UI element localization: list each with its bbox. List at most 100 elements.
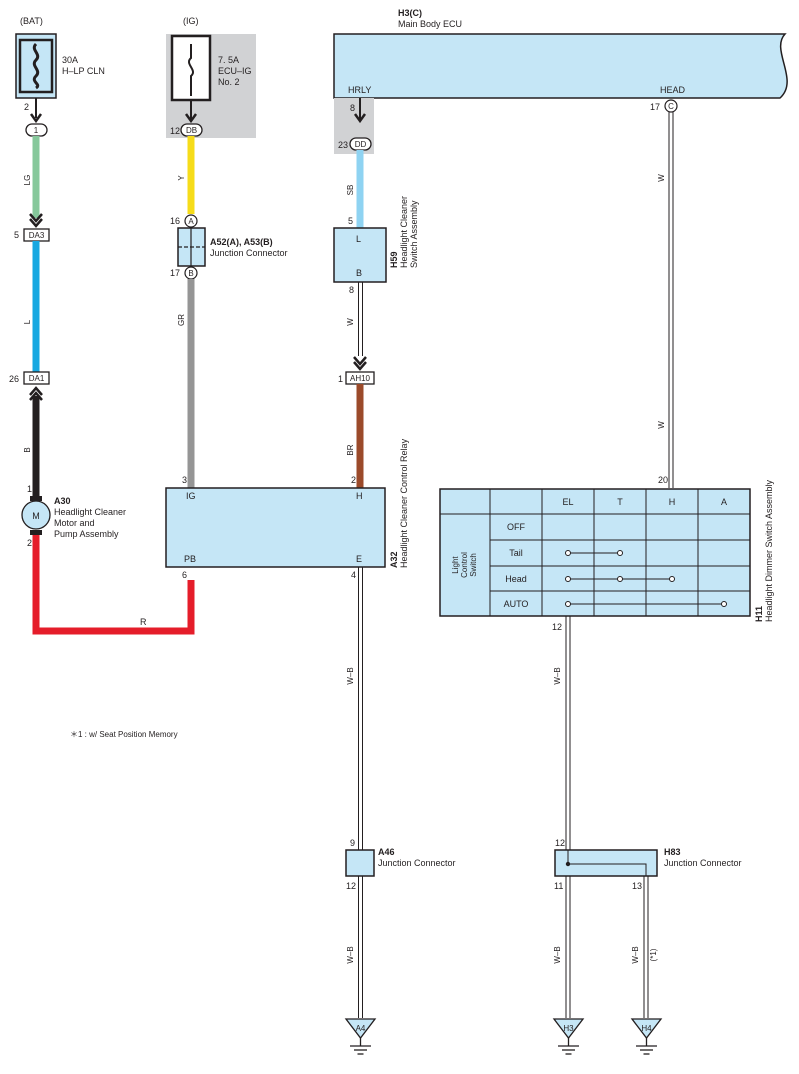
ground-h4: H4 — [630, 1018, 663, 1055]
h11-contact — [565, 576, 571, 582]
bat-fuse-rating: 30A — [62, 55, 78, 65]
a32-pin-ig: 3 — [182, 475, 187, 485]
a32-pin-pb: 6 — [182, 570, 187, 580]
motor-name-line3: Pump Assembly — [54, 529, 119, 539]
a46-name: Junction Connector — [378, 858, 456, 868]
connector-da1-label: DA1 — [29, 374, 45, 383]
h59-pin-b: 8 — [349, 285, 354, 295]
bat-fuse-icon — [32, 42, 40, 90]
h11-contact — [565, 550, 571, 556]
ig-fuse-name-2: No. 2 — [218, 77, 240, 87]
h11-col-h: H — [669, 497, 676, 507]
connector-ah10-label: AH10 — [350, 374, 371, 383]
a32-term-h: H — [356, 491, 363, 501]
wire-y-label: Y — [177, 175, 186, 181]
h83-note-ref: (*1) — [649, 948, 658, 961]
ig-fuse-name-1: ECU–IG — [218, 66, 252, 76]
h11-pin-bottom: 12 — [552, 622, 562, 632]
ground-h3: H3 — [552, 1018, 585, 1055]
wire-sb-label: SB — [346, 185, 355, 196]
h11-contact — [617, 550, 623, 556]
motor-name-line1: Headlight Cleaner — [54, 507, 126, 517]
h11-name: Headlight Dimmer Switch Assembly — [764, 479, 774, 622]
motor-pin-bottom: 2 — [27, 538, 32, 548]
h59-id: H59 — [389, 251, 399, 268]
h11-col-el: EL — [562, 497, 573, 507]
a52-id: A52(A), A53(B) — [210, 237, 273, 247]
a46-id: A46 — [378, 847, 395, 857]
motor-name-line2: Motor and — [54, 518, 95, 528]
h11-contact — [721, 601, 727, 607]
connector-db-label: DB — [186, 126, 197, 135]
a32-id: A32 — [389, 551, 399, 568]
a46-pin-top: 9 — [350, 838, 355, 848]
head-wire-label-2: W — [657, 421, 666, 429]
a52-conn-a — [184, 214, 198, 228]
motor-pin-top: 1 — [27, 484, 32, 494]
a32-name: Headlight Cleaner Control Relay — [399, 438, 409, 568]
h11-group-line1: Light — [451, 556, 460, 574]
wire-w-h59-label: W — [346, 318, 355, 326]
ecu-terminal-hrly: HRLY — [348, 85, 371, 95]
junction-a46-box — [345, 849, 375, 877]
connector-dd-label: DD — [355, 140, 367, 149]
ecu-terminal-head: HEAD — [660, 85, 686, 95]
ah10-pin: 1 — [338, 374, 343, 384]
motor-id: A30 — [54, 496, 71, 506]
motor-symbol — [21, 500, 51, 530]
h11-pin-head: 20 — [658, 475, 668, 485]
connector-da1-arrow — [29, 386, 43, 401]
h11-contact — [669, 576, 675, 582]
wire-b-label: B — [23, 447, 32, 452]
ecu-conn-c — [664, 99, 678, 113]
h83-id: H83 — [664, 847, 681, 857]
a52-name: Junction Connector — [210, 248, 288, 258]
h59-term-b: B — [356, 268, 362, 278]
junction-h83-box — [554, 849, 658, 877]
a46-pin-bottom: 12 — [346, 881, 356, 891]
h11-col-t: T — [617, 497, 623, 507]
wire-r — [32, 535, 195, 635]
ig-label: (IG) — [183, 16, 199, 26]
bat-fuse-frame — [18, 38, 54, 94]
h11-row-head: Head — [505, 574, 527, 584]
h11-contact — [565, 601, 571, 607]
ecu-box — [333, 33, 788, 99]
h59-name-2: Switch Assembly — [409, 200, 419, 268]
h59-pin-l: 5 — [348, 216, 353, 226]
a52-pin-a: 16 — [170, 216, 180, 226]
connector-da1 — [23, 371, 50, 385]
h11-row-auto: AUTO — [504, 599, 529, 609]
h83-wire-left-label: W–B — [553, 946, 562, 963]
connector-da3-label: DA3 — [29, 231, 45, 240]
h83-pin-top: 12 — [555, 838, 565, 848]
ground-h4-label: H4 — [641, 1024, 652, 1033]
ecu-name: Main Body ECU — [398, 19, 462, 29]
ground-a4: A4 — [344, 1018, 377, 1055]
wire-r-label: R — [140, 617, 147, 627]
a52-conn-b-label: B — [188, 269, 193, 278]
h11-group-line3: Switch — [469, 553, 478, 577]
a32-term-ig: IG — [186, 491, 196, 501]
ecu-id: H3(C) — [398, 8, 422, 18]
head-wire-label-1: W — [657, 174, 666, 182]
wire-l-label: L — [23, 319, 32, 324]
switch-h11: EL T H A OFF Tail Head AUTO Light Contro… — [439, 488, 751, 617]
h11-col-a: A — [721, 497, 727, 507]
da3-pin: 5 — [14, 230, 19, 240]
ig-fuse-rating: 7. 5A — [218, 55, 239, 65]
footnote: ＊1 : w/ Seat Position Memory — [70, 730, 178, 739]
a46-wire-bottom-label: W–B — [346, 946, 355, 963]
h83-wire-right-label: W–B — [631, 946, 640, 963]
ig-fuse-icon — [188, 44, 194, 96]
ground-h3-label: H3 — [563, 1024, 574, 1033]
ground-a4-label: A4 — [356, 1024, 366, 1033]
motor-symbol-label: M — [32, 511, 40, 521]
wire-br-label: BR — [346, 444, 355, 455]
h11-row-off: OFF — [507, 522, 525, 532]
h83-name: Junction Connector — [664, 858, 742, 868]
da1-pin: 26 — [9, 374, 19, 384]
relay-a32-box — [165, 487, 386, 568]
h11-row-tail: Tail — [509, 548, 523, 558]
a32-pin-e: 4 — [351, 570, 356, 580]
